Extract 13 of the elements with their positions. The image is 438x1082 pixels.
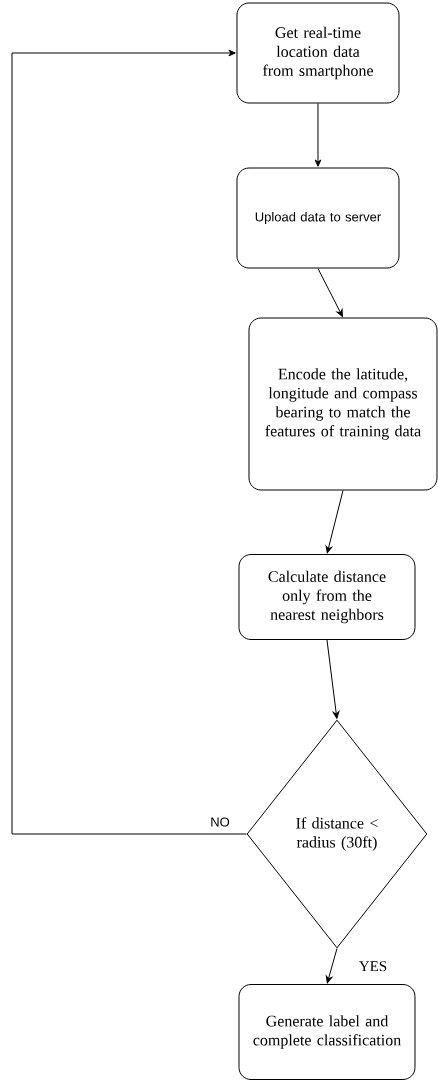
arrow <box>325 490 344 554</box>
process-box: Generate label and complete classification <box>238 984 416 1080</box>
edge-label: NO <box>209 816 231 828</box>
arrow <box>325 948 338 984</box>
process-box: Upload data to server <box>236 167 400 269</box>
arrow <box>314 103 322 167</box>
process-box: Get real-time location data from smartphone <box>236 2 400 104</box>
arrow <box>317 268 343 317</box>
arrow <box>11 49 247 835</box>
edge-label: YES <box>357 960 389 973</box>
arrow <box>326 639 340 719</box>
process-box: Calculate distance only from the nearest neighbors <box>238 554 416 640</box>
process-box: Encode the latitude, longitude and compass bearing to match the features of training data <box>248 317 438 491</box>
